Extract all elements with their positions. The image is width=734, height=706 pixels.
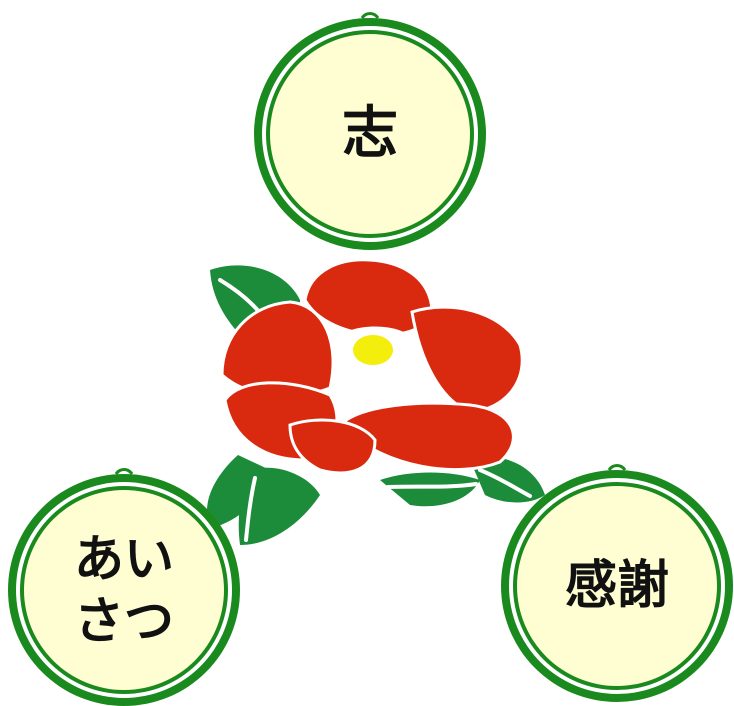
badge-right-label: 感謝	[564, 555, 669, 616]
badge-top-label: 志	[342, 101, 398, 166]
leaf-lower-right	[380, 456, 545, 507]
badge-left-label: あい さつ	[74, 529, 174, 651]
stamen	[353, 335, 393, 365]
leaf-lower-left	[207, 455, 320, 545]
badge-top	[254, 12, 486, 250]
badge-left	[8, 468, 240, 706]
camellia-flower	[220, 258, 524, 475]
badge-right	[501, 464, 733, 702]
